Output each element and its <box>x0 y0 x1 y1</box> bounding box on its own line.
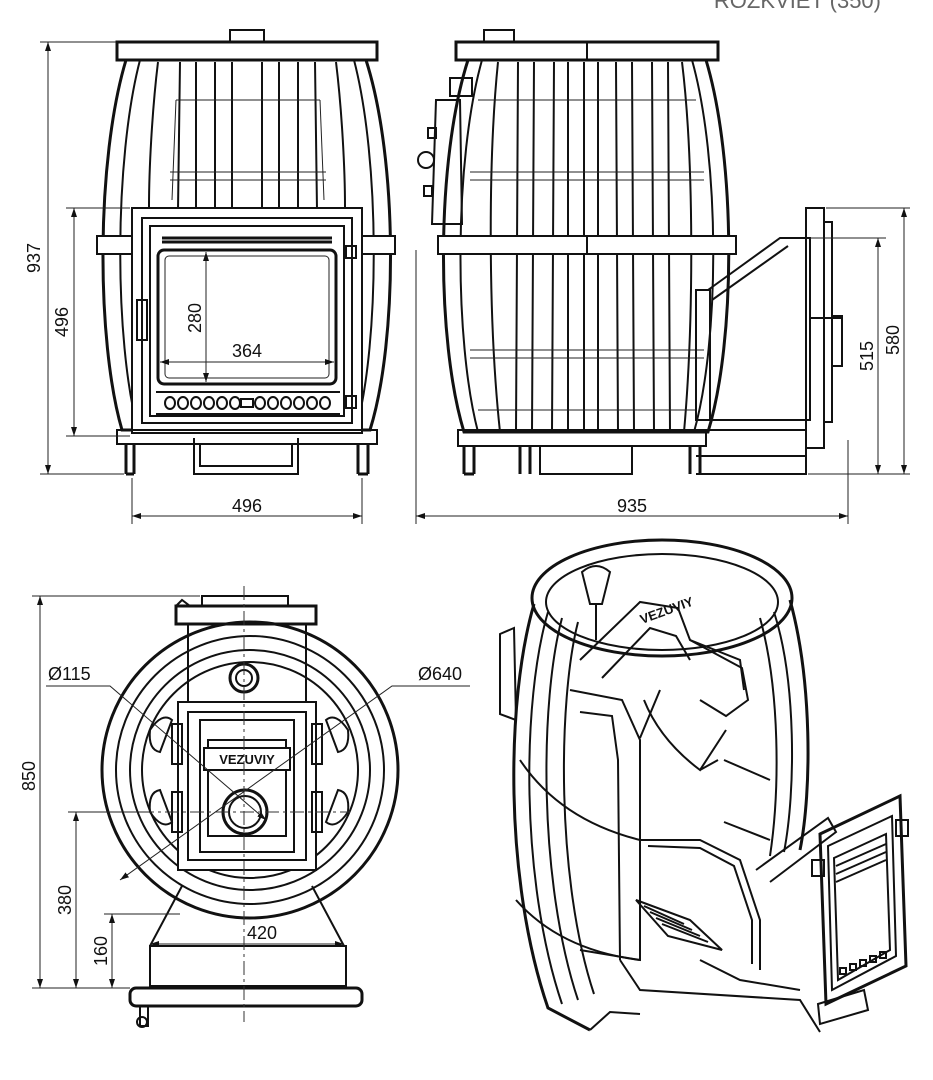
front-view: 937 496 280 364 496 <box>24 29 396 524</box>
glass-height-label: 280 <box>185 303 205 333</box>
side-barrel-outline <box>442 59 731 434</box>
chimney-diameter-label: Ø115 <box>48 664 91 684</box>
iso-barrel-right <box>788 599 810 851</box>
iso-door-vents <box>839 951 887 975</box>
top-firebox <box>177 701 317 871</box>
body-diameter-label: Ø640 <box>418 664 462 684</box>
front-door-handle <box>136 299 148 341</box>
top-view: VEZUVIY Ø115 Ø640 850 <box>19 586 470 1028</box>
glass-width-label: 364 <box>232 341 262 361</box>
front-door-height-label: 496 <box>52 307 72 337</box>
front-chimney <box>229 29 265 43</box>
iso-barrel-left <box>512 603 591 1032</box>
side-view: 935 515 580 <box>415 29 910 524</box>
isometric-cutaway: VEZUVIY <box>499 538 909 1033</box>
iso-tunnel-door <box>818 793 908 1007</box>
front-width-label: 496 <box>232 496 262 516</box>
tunnel-height-label: 515 <box>857 341 877 371</box>
front-air-vents <box>156 391 340 415</box>
brand-logo: VEZUVIY <box>219 752 275 767</box>
top-base-height-label: 160 <box>91 936 111 966</box>
tunnel-door-height-label: 580 <box>883 325 903 355</box>
top-tunnel-width-label: 420 <box>247 923 277 943</box>
front-door-glass <box>156 248 338 386</box>
side-depth-label: 935 <box>617 496 647 516</box>
header-text: ROZKVIET (350) <box>713 0 881 13</box>
svg-text:VEZUVIY: VEZUVIY <box>638 594 696 627</box>
front-top-plate <box>115 40 379 62</box>
iso-chimney <box>580 565 612 605</box>
top-outer-ring <box>100 620 400 920</box>
iso-firebox-top <box>579 600 745 691</box>
iso-grate <box>635 899 723 951</box>
top-tunnel-height-label: 380 <box>55 885 75 915</box>
front-door-frame <box>131 207 363 434</box>
front-height-label: 937 <box>24 243 44 273</box>
top-depth-label: 850 <box>19 761 39 791</box>
iso-top-ring <box>530 538 794 658</box>
